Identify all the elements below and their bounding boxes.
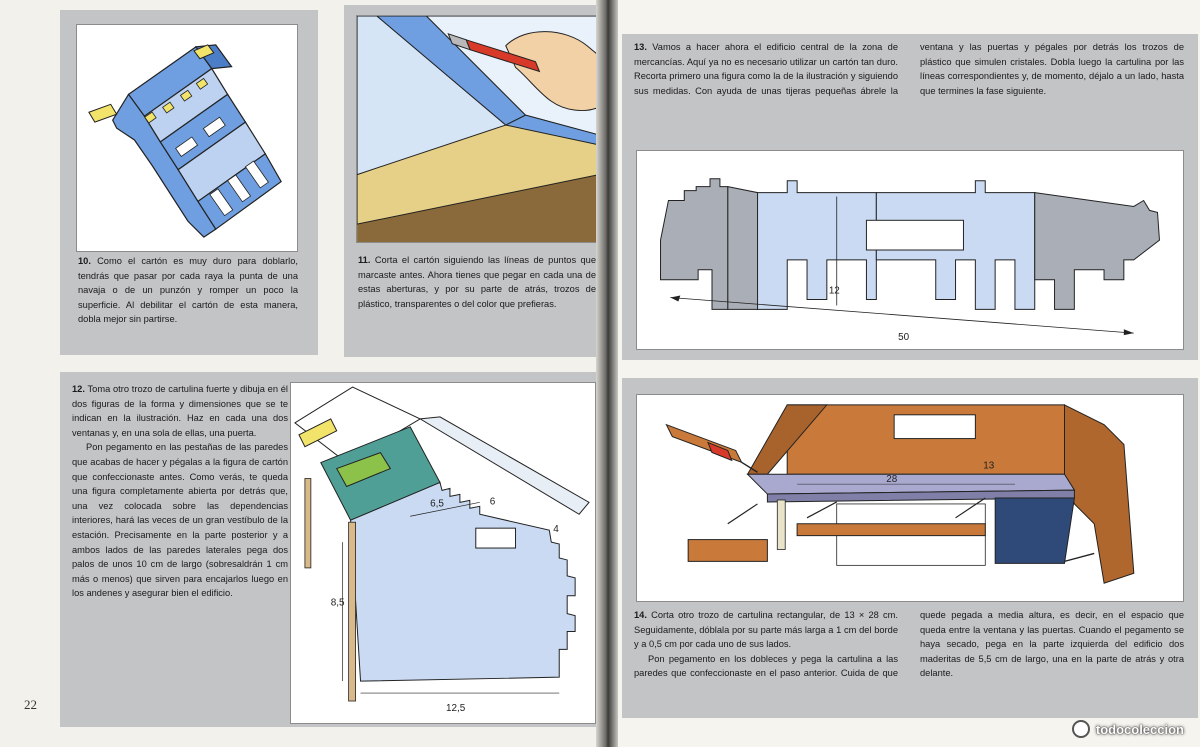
step14-panel: 28 13 14. Corta otro trozo de cartulina … [622, 378, 1198, 718]
step14-text-2: Pon pegamento en los dobleces y pega la … [634, 610, 1184, 679]
step12-illustration: 6,5 6 4 8,5 12,5 [290, 382, 596, 724]
watermark-text: todocoleccion [1095, 721, 1184, 737]
step12-panel: 12. Toma otro trozo de cartulina fuerte … [60, 372, 600, 727]
book-spine [596, 0, 618, 747]
todocoleccion-logo-icon [1071, 720, 1090, 738]
step13-panel: 13. Vamos a hacer ahora el edificio cent… [622, 34, 1198, 360]
step11-caption: 11. Corta el cartón siguiendo las líneas… [358, 253, 596, 311]
dim-12-5: 12,5 [446, 703, 466, 714]
dim-28: 28 [886, 474, 897, 485]
step12-caption: 12. Toma otro trozo de cartulina fuerte … [72, 382, 288, 601]
step13-caption: 13. Vamos a hacer ahora el edificio cent… [634, 40, 1184, 98]
dim-50: 50 [898, 332, 909, 343]
step10-text: Como el cartón es muy duro para doblarlo… [78, 256, 298, 325]
step13-illustration: 12 50 [636, 150, 1184, 350]
step14-text-1: Corta otro trozo de cartulina rectangula… [634, 610, 898, 650]
step14-caption: 14. Corta otro trozo de cartulina rectan… [634, 608, 1184, 681]
step10-caption: 10. Como el cartón es muy duro para dobl… [78, 254, 298, 327]
dim-8-5: 8,5 [331, 598, 345, 609]
step10-illustration [76, 24, 298, 252]
step11-panel: 11. Corta el cartón siguiendo las líneas… [344, 5, 600, 357]
step11-text: Corta el cartón siguiendo las líneas de … [358, 255, 596, 309]
dim-6-5: 6,5 [430, 498, 444, 509]
left-page: 10. Como el cartón es muy duro para dobl… [0, 0, 604, 747]
step11-illustration [356, 15, 600, 243]
step10-panel: 10. Como el cartón es muy duro para dobl… [60, 10, 318, 355]
dim-4: 4 [553, 524, 559, 535]
step13-number: 13. [634, 42, 647, 52]
step14-number: 14. [634, 610, 647, 620]
page-number: 22 [24, 697, 37, 712]
right-page: 13. Vamos a hacer ahora el edificio cent… [610, 0, 1200, 747]
step14-illustration: 28 13 [636, 394, 1184, 602]
dim-12: 12 [829, 286, 840, 297]
watermark: todocoleccion [1071, 720, 1184, 738]
step10-number: 10. [78, 256, 91, 266]
dim-13: 13 [983, 460, 994, 471]
dim-6: 6 [490, 496, 496, 507]
step11-number: 11. [358, 255, 371, 265]
step12-text-2: Pon pegamento en las pestañas de las par… [72, 442, 288, 599]
step12-text-1: Toma otro trozo de cartulina fuerte y di… [72, 384, 288, 438]
step13-text: Vamos a hacer ahora el edificio central … [634, 42, 1184, 96]
step12-number: 12. [72, 384, 85, 394]
